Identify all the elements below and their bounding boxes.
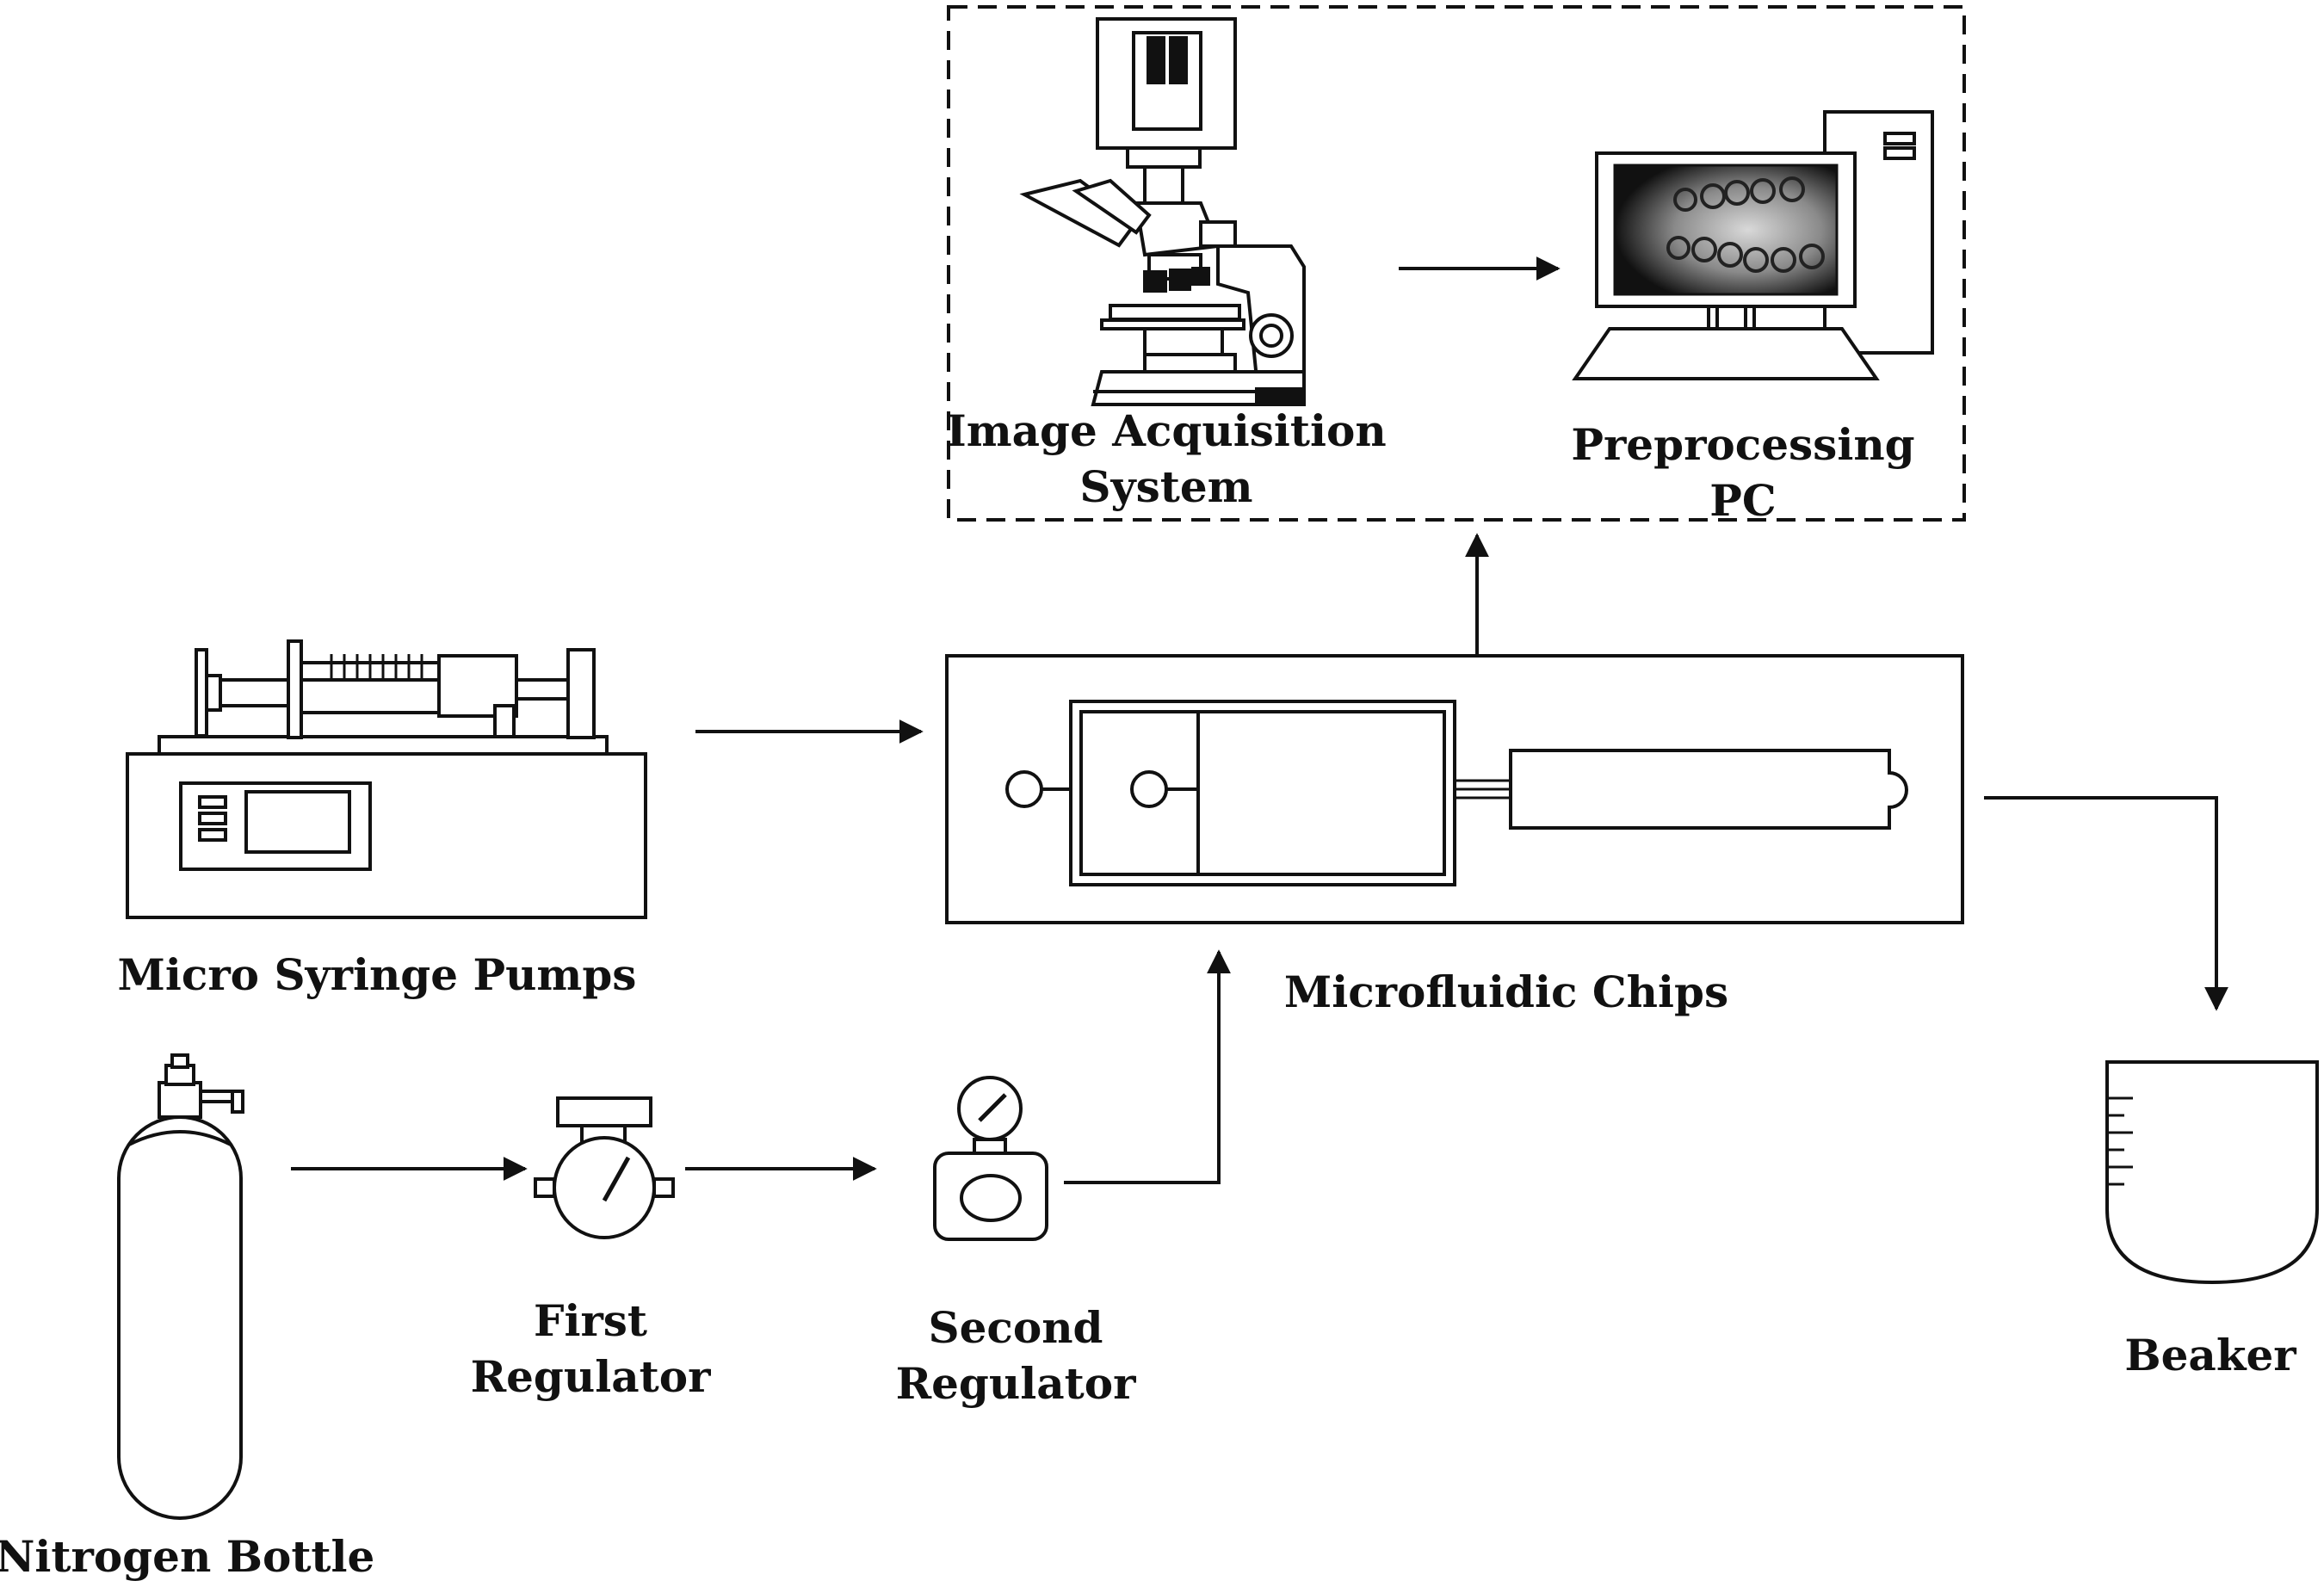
arrow-chip-to-beaker [1984, 796, 2228, 1011]
syringe-pump-icon [126, 639, 647, 919]
label-image-acquisition-system: Image Acquisition System [946, 405, 1387, 512]
label-preprocessing-pc: Preprocessing PC [1571, 419, 1915, 526]
image-acquisition-group [947, 5, 1966, 522]
second-regulator-icon [933, 1076, 1048, 1241]
computer-icon [1572, 110, 1934, 380]
label-microfluidic-chips: Microfluidic Chips [1283, 966, 1729, 1017]
arrow-second-regulator-to-chip [1064, 949, 1231, 1184]
first-regulator-icon [534, 1096, 675, 1239]
label-nitrogen-bottle: Nitrogen Bottle [0, 1531, 375, 1582]
nitrogen-bottle-icon [117, 1053, 244, 1520]
label-second-regulator: Second Regulator [895, 1302, 1136, 1409]
microscope-icon [1019, 17, 1306, 406]
label-first-regulator: First Regulator [470, 1295, 711, 1402]
label-beaker: Beaker [2124, 1330, 2296, 1380]
connection-arrows [291, 256, 2228, 1184]
label-micro-syringe-pumps: Micro Syringe Pumps [117, 949, 637, 1000]
microfluidic-chip-icon [945, 654, 1964, 924]
beaker-icon [2105, 1060, 2319, 1285]
